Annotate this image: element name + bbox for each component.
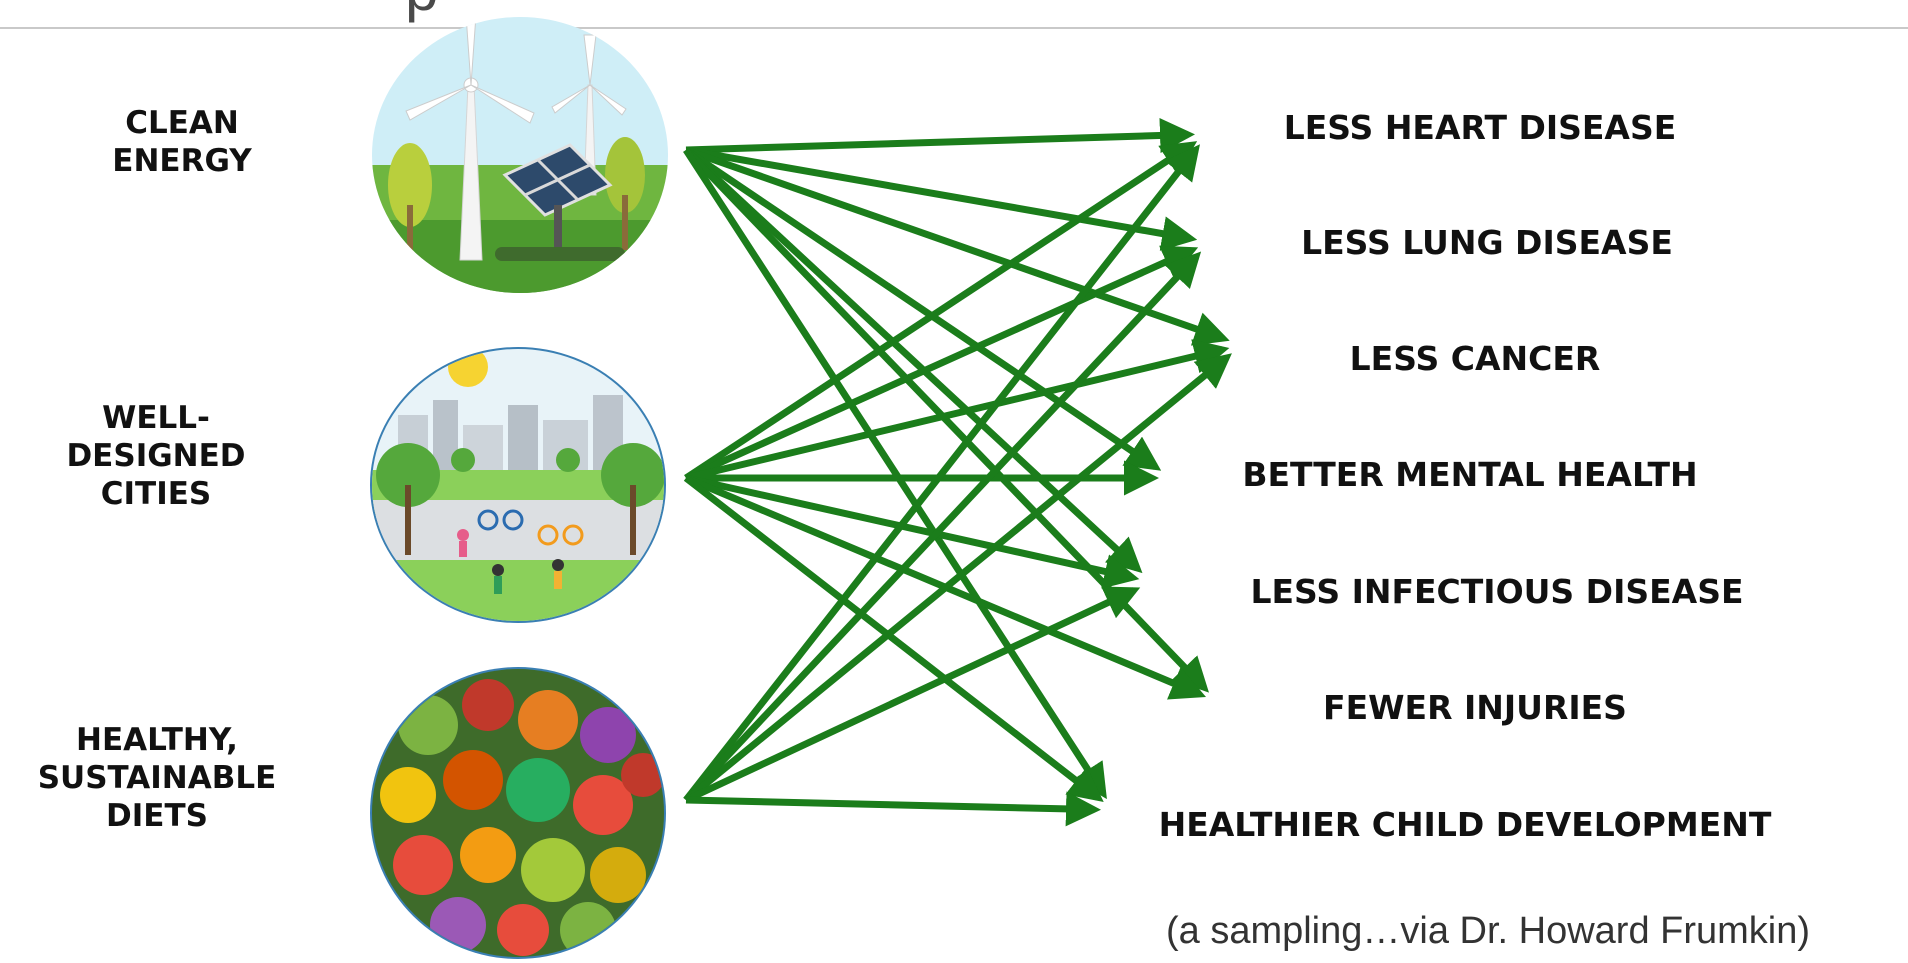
outcome-less-lung-disease: LESS LUNG DISEASE [1301,223,1673,262]
arrow-diets-to-lung [683,251,1202,803]
arrow-energy-to-infectious [683,147,1143,574]
healthy-diets-photo [368,665,668,961]
arrow-cities-to-child [683,475,1104,803]
outcome-better-mental-health: BETTER MENTAL HEALTH [1242,455,1698,494]
arrow-energy-to-child [683,148,1107,800]
arrow-diets-to-cancer [683,353,1232,803]
outcome-less-cancer: LESS CANCER [1349,339,1601,378]
outcome-fewer-injuries: FEWER INJURIES [1323,688,1627,727]
cause-label-well-designed-cities: WELL- DESIGNED CITIES [66,400,246,512]
arrow-diets-to-heart [683,144,1200,803]
arrow-energy-to-mental [684,147,1162,471]
city-park-icon [370,347,666,623]
arrow-cities-to-infectious [685,474,1140,589]
arrow-cities-to-cancer [685,339,1230,482]
cause-label-healthy-diets: HEALTHY, SUSTAINABLE DIETS [37,722,277,834]
cause-label-clean-energy: CLEAN ENERGY [112,105,252,179]
arrow-diets-to-infectious [684,586,1141,804]
arrow-energy-to-lung [685,146,1198,251]
slide-title-fragment: p [405,0,438,20]
clean-energy-illustration [370,15,670,295]
wind-solar-icon [372,17,668,293]
arrow-cities-to-heart [684,141,1198,481]
outcome-less-infectious-disease: LESS INFECTIOUS DISEASE [1250,572,1744,611]
vegetables-icon [370,667,666,959]
arrow-cities-to-lung [684,245,1199,482]
arrow-energy-to-cancer [684,146,1230,346]
arrow-diets-to-child [685,791,1102,827]
arrow-energy-to-heart [685,117,1196,154]
source-credit: (a sampling…via Dr. Howard Frumkin) [1165,910,1811,952]
outcome-less-heart-disease: LESS HEART DISEASE [1283,108,1677,147]
outcome-healthier-child-development: HEALTHIER CHILD DEVELOPMENT [1158,805,1772,844]
well-designed-cities-illustration [368,345,668,625]
title-divider [0,27,1908,29]
